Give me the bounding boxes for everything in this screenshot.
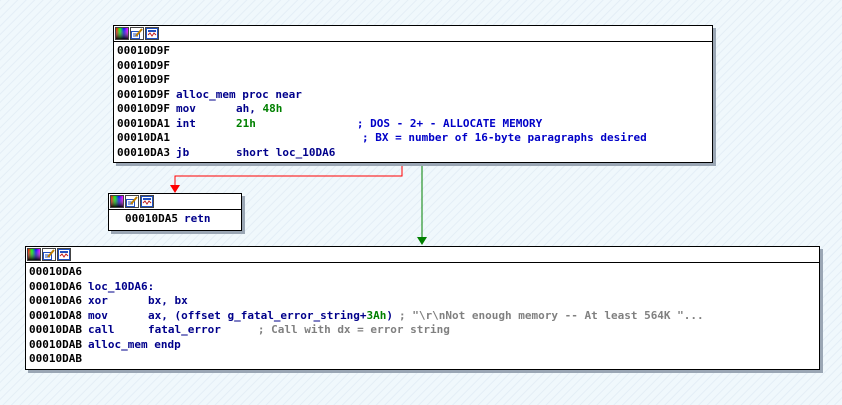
disasm-line[interactable]: 00010D9F alloc_mem proc near: [117, 88, 712, 103]
disasm-line[interactable]: 00010DAB: [29, 352, 819, 367]
line-address: 00010DA1: [117, 116, 170, 130]
rename-edit-icon[interactable]: [130, 27, 144, 40]
disasm-line[interactable]: 00010DA6: [29, 265, 819, 280]
line-comment: ; Call with dx = error string: [257, 323, 450, 336]
disasm-line[interactable]: 00010DA5 retn: [125, 212, 241, 227]
line-operand: fatal_error: [147, 323, 221, 336]
line-number: 48h: [262, 102, 283, 115]
color-palette-icon[interactable]: [115, 27, 129, 40]
line-number: 3Ah: [366, 308, 387, 322]
line-label: alloc_mem proc near: [175, 87, 302, 101]
disasm-line[interactable]: 00010DAB alloc_mem endp: [29, 338, 819, 353]
block-toolbar: [26, 247, 819, 263]
line-mnemonic: mov: [175, 102, 196, 115]
disasm-line[interactable]: 00010DA6 xor bx, bx: [29, 294, 819, 309]
line-operand-close: ): [386, 308, 394, 322]
line-address: 00010D9F: [117, 58, 170, 72]
line-operand: ax, (offset g_fatal_error_string+: [147, 308, 367, 322]
color-palette-icon[interactable]: [110, 195, 124, 208]
line-mnemonic: call: [87, 323, 115, 336]
line-comment: ; BX = number of 16-byte paragraphs desi…: [361, 131, 647, 144]
disasm-line[interactable]: 00010DA1 int 21h ; DOS - 2+ - ALLOCATE MEMO…: [117, 117, 712, 132]
disasm-line[interactable]: 00010DA8 mov ax, (offset g_fatal_error_str…: [29, 309, 819, 324]
line-mnemonic: mov: [87, 308, 108, 322]
edge-false-branch: [174, 162, 403, 186]
disasm-line[interactable]: 00010DA3 jb short loc_10DA6: [117, 146, 712, 161]
line-address: 00010DA8: [29, 308, 82, 322]
line-label: loc_10DA6:: [87, 279, 155, 293]
line-address: 00010DA5: [125, 212, 178, 225]
disasm-line[interactable]: 00010D9F: [117, 73, 712, 88]
line-address: 00010DA1: [117, 131, 170, 144]
code-block-retn[interactable]: 00010DA5 retn: [108, 193, 242, 231]
line-address: 00010DA6: [29, 265, 82, 278]
line-address: 00010DA6: [29, 279, 82, 293]
line-address: 00010DAB: [29, 337, 82, 351]
disasm-line[interactable]: 00010D9F: [117, 59, 712, 74]
line-address: 00010D9F: [117, 102, 170, 115]
block-toolbar: [114, 26, 712, 42]
line-address: 00010DA3: [117, 145, 170, 159]
line-address: 00010DAB: [29, 352, 82, 365]
block-toolbar: [109, 194, 241, 210]
line-mnemonic: int: [175, 116, 196, 130]
graph-layout-icon[interactable]: [145, 27, 159, 40]
edge-false-arrowhead: [170, 185, 180, 193]
line-mnemonic: xor: [87, 294, 108, 307]
line-label: alloc_mem endp: [87, 337, 181, 351]
rename-edit-icon[interactable]: [42, 248, 56, 261]
line-operand: bx, bx: [147, 294, 188, 307]
graph-layout-icon[interactable]: [57, 248, 71, 261]
rename-edit-icon[interactable]: [125, 195, 139, 208]
line-string-comment: ; "\r\nNot enough memory -- At least 564…: [399, 308, 704, 322]
disasm-line[interactable]: 00010DA1 ; BX = number of 16-byte paragra…: [117, 131, 712, 146]
block-body: 00010DA5 retn: [109, 210, 241, 229]
disasm-line[interactable]: 00010D9F: [117, 44, 712, 59]
line-address: 00010DAB: [29, 323, 82, 336]
line-address: 00010DA6: [29, 294, 82, 307]
disasm-line[interactable]: 00010DAB call fatal_error ; Call with dx = …: [29, 323, 819, 338]
line-address: 00010D9F: [117, 73, 170, 86]
line-mnemonic: retn: [183, 212, 211, 225]
line-operand: ah,: [235, 102, 263, 115]
line-address: 00010D9F: [117, 44, 170, 57]
disasm-line[interactable]: 00010DA6 loc_10DA6:: [29, 280, 819, 295]
line-operand: short loc_10DA6: [235, 145, 336, 159]
edge-true-arrowhead: [417, 237, 427, 245]
disasm-line[interactable]: 00010D9F mov ah, 48h: [117, 102, 712, 117]
graph-layout-icon[interactable]: [140, 195, 154, 208]
line-number: 21h: [235, 116, 256, 130]
line-comment: ; DOS - 2+ - ALLOCATE MEMORY: [356, 116, 543, 130]
color-palette-icon[interactable]: [27, 248, 41, 261]
line-address: 00010D9F: [117, 87, 170, 101]
line-mnemonic: jb: [175, 145, 190, 159]
